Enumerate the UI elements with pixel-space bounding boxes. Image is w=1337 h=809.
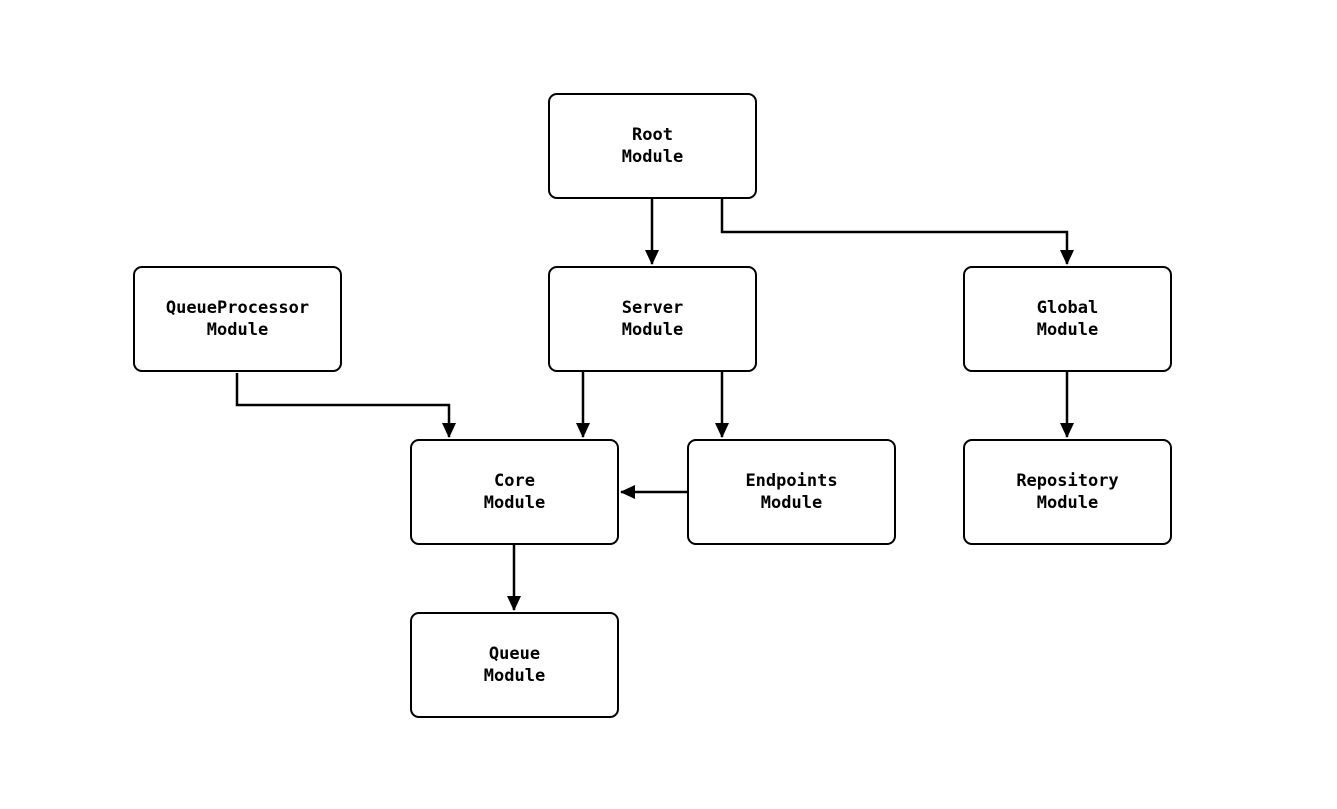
node-queue-module-label: Queue Module [483, 644, 546, 686]
node-endpoints-module-label: Endpoints Module [745, 471, 838, 513]
node-server-module-label: Server Module [621, 298, 684, 340]
edge-root-to-global [720, 198, 1074, 265]
node-core-module: Core Module [410, 439, 619, 545]
node-queueprocessor-module: QueueProcessor Module [133, 266, 342, 372]
node-server-module: Server Module [548, 266, 757, 372]
node-root-module-label: Root Module [621, 125, 684, 167]
node-queue-module: Queue Module [410, 612, 619, 718]
node-repository-module: Repository Module [963, 439, 1172, 545]
node-global-module: Global Module [963, 266, 1172, 372]
node-root-module: Root Module [548, 93, 757, 199]
node-queueprocessor-module-label: QueueProcessor Module [165, 298, 310, 340]
node-endpoints-module: Endpoints Module [687, 439, 896, 545]
edge-queueprocessor-to-core [235, 373, 456, 438]
node-repository-module-label: Repository Module [1016, 471, 1119, 513]
node-core-module-label: Core Module [483, 471, 546, 513]
node-global-module-label: Global Module [1036, 298, 1099, 340]
